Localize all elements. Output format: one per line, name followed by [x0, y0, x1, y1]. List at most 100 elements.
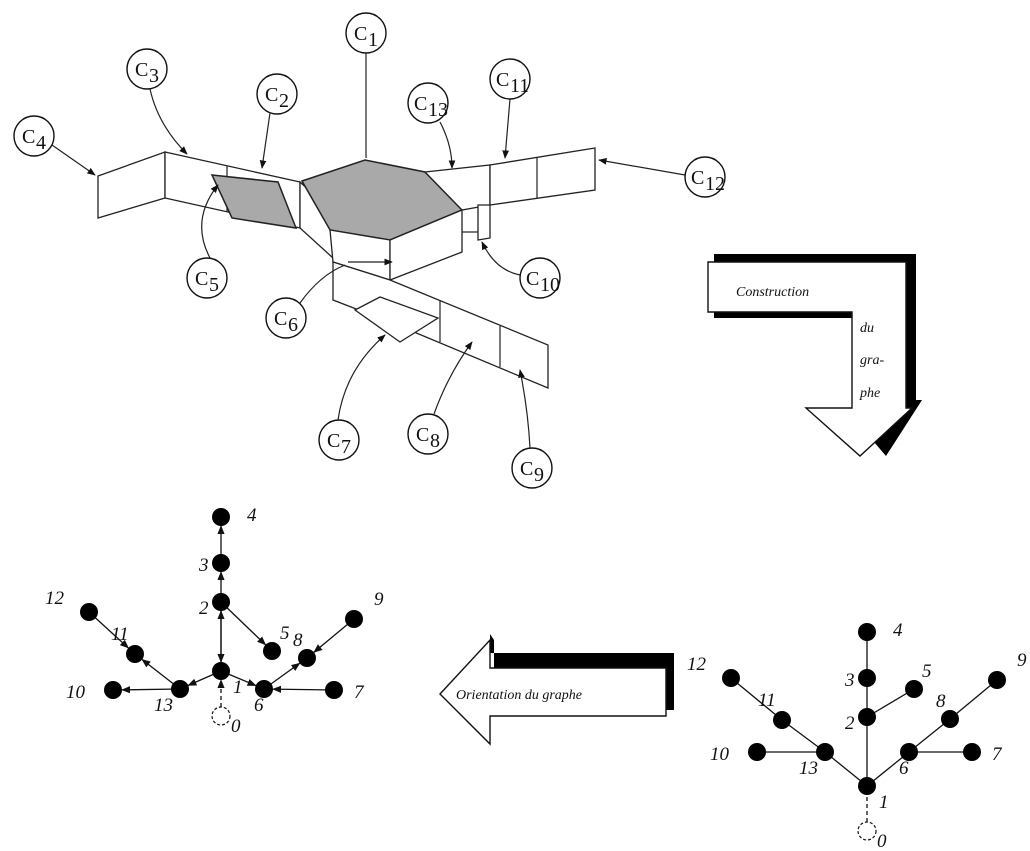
node-3 [212, 554, 230, 572]
svg-text:phe: phe [859, 386, 880, 401]
orientation-arrow-body [439, 638, 667, 746]
node-label-6: 6 [899, 758, 909, 779]
svg-text:3: 3 [149, 65, 159, 87]
edge-1-13 [824, 751, 868, 787]
node-label-8: 8 [293, 630, 303, 651]
callout-c2: C 2 [256, 73, 298, 169]
orientation-arrow: Orientation du graphe [439, 634, 674, 746]
edge-8-9 [949, 679, 998, 720]
node-label-5: 5 [280, 623, 290, 644]
component-callouts: C 1 C 2 C 3 C 4 C 5 [13, 12, 726, 489]
callout-c7: C 7 [318, 334, 386, 461]
svg-text:5: 5 [209, 274, 219, 296]
node-label-12: 12 [45, 588, 65, 609]
node-12 [80, 603, 98, 621]
node-12 [722, 669, 740, 687]
construction-arrow: Construction du gra- phe [707, 254, 922, 457]
node-label-2: 2 [845, 713, 855, 734]
svg-text:10: 10 [540, 274, 560, 296]
node-6 [255, 680, 273, 698]
node-label-9: 9 [1017, 650, 1027, 671]
svg-text:C: C [416, 424, 429, 446]
node-label-1: 1 [879, 792, 889, 813]
node-11 [126, 645, 144, 663]
node-label-6: 6 [254, 695, 264, 716]
svg-text:C: C [265, 84, 278, 106]
node-0 [857, 821, 877, 841]
slab-c7 [353, 296, 440, 343]
node-0 [211, 706, 231, 726]
node-label-8: 8 [936, 691, 946, 712]
node-label-4: 4 [247, 505, 257, 526]
svg-text:C: C [135, 59, 148, 81]
node-7 [325, 681, 343, 699]
node-8 [941, 710, 959, 728]
edge-11-12 [730, 677, 783, 721]
svg-text:C: C [520, 458, 533, 480]
node-label-10: 10 [66, 682, 86, 703]
node-label-12: 12 [687, 654, 707, 675]
callout-c12: C 12 [598, 156, 726, 198]
slab-c5 [210, 174, 298, 229]
callout-c8: C 8 [407, 341, 473, 455]
svg-text:Construction: Construction [736, 285, 809, 300]
svg-text:1: 1 [368, 29, 378, 51]
arc-2-5 [220, 601, 267, 646]
node-1 [858, 777, 876, 795]
callout-c9: C 9 [511, 369, 553, 489]
svg-text:C: C [354, 23, 367, 45]
callout-c10: C 10 [481, 241, 561, 299]
node-2 [212, 593, 230, 611]
svg-text:C: C [22, 126, 35, 148]
node-11 [773, 711, 791, 729]
svg-text:C: C [414, 93, 427, 115]
svg-text:13: 13 [428, 99, 448, 121]
wall-c11 [489, 147, 596, 206]
node-label-11: 11 [758, 690, 776, 711]
node-10 [748, 743, 766, 761]
wall-c1-side [389, 209, 463, 281]
node-9 [345, 610, 363, 628]
node-label-10: 10 [710, 744, 730, 765]
callout-c11: C 11 [489, 58, 531, 159]
callout-c13: C 13 [407, 82, 456, 169]
node-label-1: 1 [233, 677, 243, 698]
node-label-5: 5 [922, 661, 932, 682]
node-label-13: 13 [154, 695, 173, 716]
node-7 [963, 743, 981, 761]
node-5 [263, 642, 281, 660]
node-label-0: 0 [877, 831, 887, 851]
svg-text:gra-: gra- [860, 353, 884, 368]
node-5 [905, 680, 923, 698]
edge-1-6 [866, 751, 910, 787]
node-4 [858, 623, 876, 641]
construction-arrow-body [707, 261, 914, 457]
svg-text:7: 7 [341, 436, 351, 458]
svg-text:11: 11 [510, 75, 529, 97]
callout-c1: C 1 [345, 12, 387, 158]
svg-text:4: 4 [36, 132, 46, 154]
node-label-7: 7 [354, 682, 365, 703]
svg-text:2: 2 [279, 90, 289, 112]
svg-text:C: C [327, 430, 340, 452]
node-label-11: 11 [111, 624, 129, 645]
node-3 [858, 669, 876, 687]
node-label-3: 3 [844, 670, 855, 691]
node-label-3: 3 [198, 555, 209, 576]
node-1 [212, 662, 230, 680]
svg-text:C: C [195, 268, 208, 290]
node-4 [212, 508, 230, 526]
node-label-13: 13 [799, 758, 818, 779]
callout-c3: C 3 [126, 48, 188, 155]
node-label-4: 4 [893, 620, 903, 641]
edge-2-5 [866, 688, 915, 718]
svg-text:du: du [860, 321, 874, 336]
wall-c4 [97, 151, 166, 219]
node-9 [988, 671, 1006, 689]
svg-text:12: 12 [705, 173, 725, 195]
callout-c5: C 5 [186, 184, 228, 299]
node-label-2: 2 [199, 598, 209, 619]
svg-text:9: 9 [534, 464, 544, 486]
